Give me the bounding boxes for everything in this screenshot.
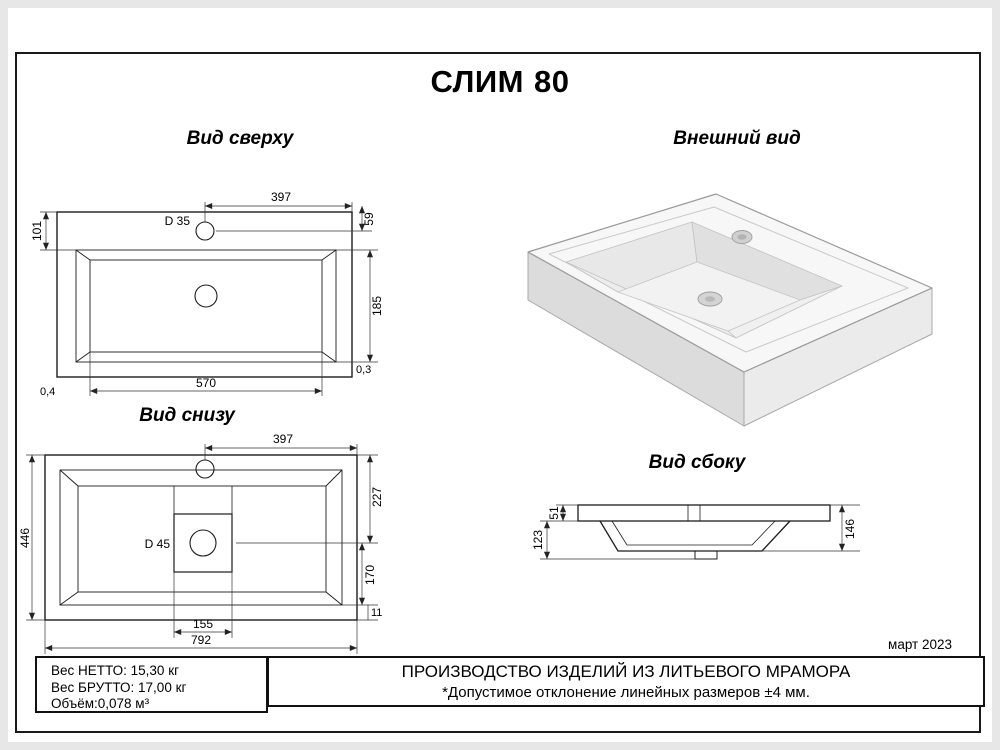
side-view-drain-stub bbox=[694, 551, 718, 560]
model-size: 80 bbox=[534, 64, 570, 99]
bottom-view-rim bbox=[59, 469, 343, 606]
dim-side-146: 146 bbox=[843, 519, 857, 539]
bottom-view-dimension-labels: 397 227 170 11 446 D 45 155 792 bbox=[18, 432, 384, 647]
production-info-box: ПРОИЗВОДСТВО ИЗДЕЛИЙ ИЗ ЛИТЬЕВОГО МРАМОР… bbox=[267, 656, 985, 707]
top-view-basin-floor bbox=[89, 259, 323, 353]
view-title-bottom-view: Вид снизу bbox=[139, 405, 235, 426]
bottom-view-drawing bbox=[44, 454, 358, 621]
bottom-view-outer-outline bbox=[44, 454, 358, 621]
production-title-text: ПРОИЗВОДСТВО ИЗДЕЛИЙ ИЗ ЛИТЬЕВОГО МРАМОР… bbox=[401, 662, 851, 681]
top-view-basin-slope-edges bbox=[75, 249, 337, 363]
volume-text: Объём:0,078 м³ bbox=[51, 696, 150, 712]
top-view-drawing bbox=[56, 211, 353, 378]
dim-top-basin-width-570: 570 bbox=[196, 376, 216, 390]
bottom-view-slope-edges bbox=[59, 469, 343, 606]
bottom-view-basin-projection bbox=[77, 485, 327, 593]
net-weight-text: Вес НЕТТО: 15,30 кг bbox=[51, 663, 180, 678]
side-view-bowl-outer bbox=[599, 520, 791, 552]
dim-bottom-width-792: 792 bbox=[191, 633, 211, 647]
side-view-faucet-hole-lines bbox=[687, 505, 701, 521]
side-view-deck bbox=[577, 504, 831, 522]
dim-top-basin-185: 185 bbox=[370, 296, 384, 316]
dim-top-width-397: 397 bbox=[271, 190, 291, 204]
dim-bottom-155: 155 bbox=[193, 617, 213, 631]
dim-bottom-width-397: 397 bbox=[273, 432, 293, 446]
top-view-dimension-labels: 397 D 35 59 101 185 570 0,4 0,3 bbox=[30, 190, 384, 398]
drain-hole-top-view bbox=[194, 284, 218, 308]
dim-bottom-depth-446: 446 bbox=[18, 528, 32, 548]
drain-channel-lines bbox=[173, 486, 233, 514]
side-view-dimension-labels: 51 123 146 bbox=[531, 506, 857, 550]
dim-side-51: 51 bbox=[547, 506, 561, 520]
bottom-view-dimension-lines bbox=[26, 444, 378, 654]
page-title: СЛИМ 80 bbox=[0, 64, 1000, 100]
external-view-drawing bbox=[527, 193, 933, 427]
side-view-bowl-inner bbox=[611, 520, 776, 546]
dim-bottom-227: 227 bbox=[370, 487, 384, 507]
sink-rim-edge bbox=[548, 206, 909, 353]
dim-top-faucet-d35: D 35 bbox=[165, 214, 191, 228]
view-title-external-view: Внешний вид bbox=[673, 128, 801, 149]
drain-box bbox=[173, 513, 233, 573]
dim-bottom-11: 11 bbox=[371, 607, 382, 619]
faucet-hole-top-view bbox=[195, 221, 215, 241]
page-border bbox=[15, 52, 981, 733]
drain-hole-bottom-view bbox=[189, 529, 217, 557]
document-date: март 2023 bbox=[888, 637, 952, 652]
dim-top-wall-0-3: 0,3 bbox=[356, 364, 371, 376]
drain-hole-3d-inner bbox=[705, 296, 715, 302]
dim-top-offset-59: 59 bbox=[362, 212, 376, 226]
dim-bottom-170: 170 bbox=[363, 565, 377, 585]
side-view-drawing bbox=[577, 504, 831, 560]
top-view-dimension-lines bbox=[40, 202, 378, 396]
top-view-outer-outline bbox=[56, 211, 353, 378]
gross-weight-text: Вес БРУТТО: 17,00 кг bbox=[51, 679, 187, 695]
view-title-side-view: Вид сбоку bbox=[648, 452, 746, 473]
model-name: СЛИМ bbox=[430, 64, 524, 99]
dim-bottom-drain-d45: D 45 bbox=[145, 537, 171, 551]
faucet-hole-bottom-view bbox=[195, 459, 215, 479]
dim-top-wall-0-4: 0,4 bbox=[40, 386, 55, 398]
dim-side-123: 123 bbox=[531, 530, 545, 550]
tolerance-note-text: *Допустимое отклонение линейных размеров… bbox=[442, 684, 810, 701]
dim-top-depth-101: 101 bbox=[30, 221, 44, 241]
view-title-top-view: Вид сверху bbox=[186, 128, 294, 149]
faucet-hole-3d-inner bbox=[737, 234, 747, 240]
top-view-basin-rim bbox=[75, 249, 337, 363]
weight-spec-box: Вес НЕТТО: 15,30 кг Вес БРУТТО: 17,00 кг… bbox=[35, 656, 268, 713]
side-view-dimension-lines bbox=[540, 504, 860, 560]
